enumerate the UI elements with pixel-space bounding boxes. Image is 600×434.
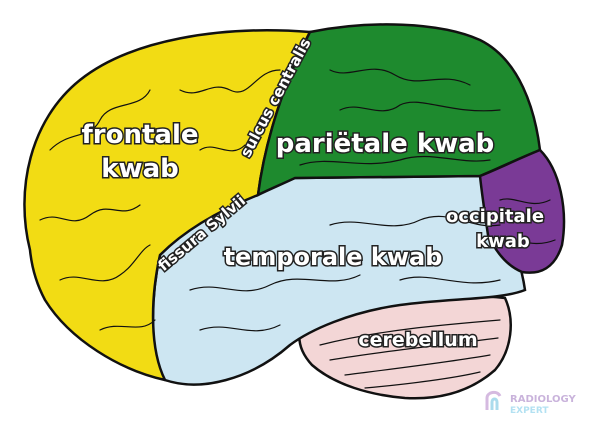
parietal-label: pariëtale kwab xyxy=(276,129,495,159)
logo-line2: EXPERT xyxy=(510,406,549,416)
temporal-label: temporale kwab xyxy=(224,243,443,271)
logo-line1: RADIOLOGY xyxy=(510,394,576,405)
frontal-label-line1: frontale xyxy=(81,120,198,150)
cerebellum-label: cerebellum xyxy=(358,329,477,351)
gyri-lines xyxy=(39,68,556,332)
cerebellum-folia xyxy=(319,319,501,389)
frontal-label-line2: kwab xyxy=(101,154,178,184)
occipital-label-line1: occipitale xyxy=(446,206,544,227)
occipital-label-line2: kwab xyxy=(476,231,530,252)
occipital-lobe-region xyxy=(478,148,566,274)
radiology-logo: RADIOLOGY EXPERT xyxy=(485,390,576,416)
